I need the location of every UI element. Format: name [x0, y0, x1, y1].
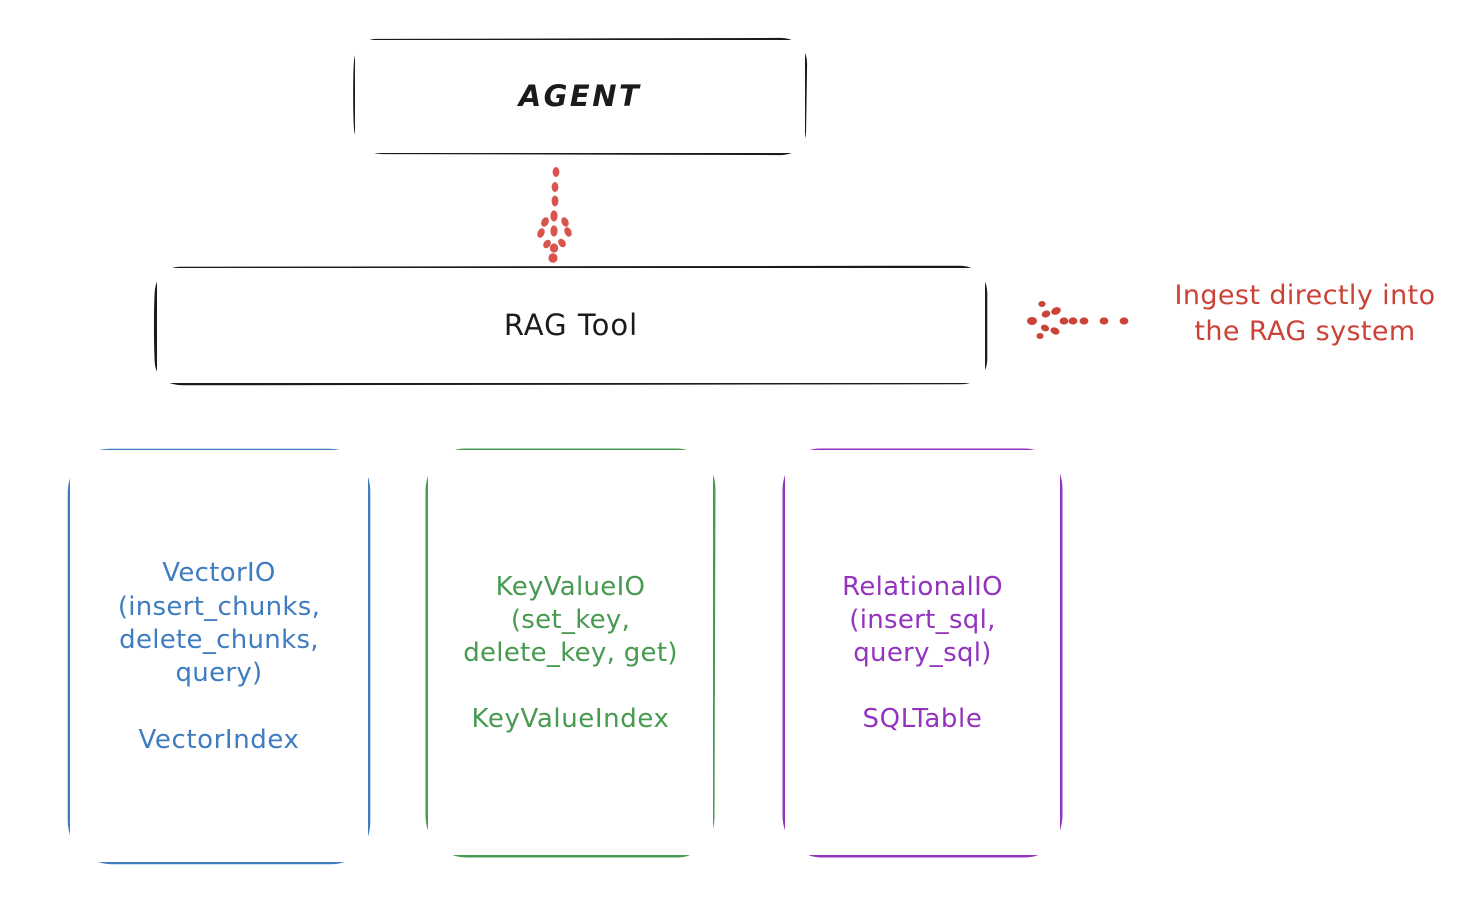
ingest-note-arrow	[1027, 301, 1129, 339]
vector-io-content: VectorIO (insert_chunks, delete_chunks, …	[70, 450, 368, 862]
keyvalue-io-index-label: KeyValueIndex	[471, 704, 670, 735]
relational-io-api-label: RelationalIO (insert_sql, query_sql)	[842, 571, 1003, 669]
vector-io-index-label: VectorIndex	[138, 724, 300, 755]
relational-io-index-label: SQLTable	[862, 704, 983, 735]
agent-label: AGENT	[518, 78, 642, 113]
keyvalue-io-node[interactable]: KeyValueIO (set_key, delete_key, get) Ke…	[428, 450, 713, 855]
keyvalue-io-api-label: KeyValueIO (set_key, delete_key, get)	[463, 571, 678, 669]
rag-tool-label: RAG Tool	[503, 307, 639, 342]
vector-io-api-label: VectorIO (insert_chunks, delete_chunks, …	[117, 558, 321, 689]
rag-tool-node[interactable]: RAG Tool	[157, 268, 985, 383]
agent-node[interactable]: AGENT	[355, 40, 805, 153]
agent-to-rag-tool-arrow	[537, 167, 572, 263]
relational-io-node[interactable]: RelationalIO (insert_sql, query_sql) SQL…	[785, 450, 1060, 855]
keyvalue-io-content: KeyValueIO (set_key, delete_key, get) Ke…	[428, 450, 713, 855]
ingest-note-text: Ingest directly into the RAG system	[1174, 280, 1436, 347]
relational-io-content: RelationalIO (insert_sql, query_sql) SQL…	[785, 450, 1060, 855]
vector-io-node[interactable]: VectorIO (insert_chunks, delete_chunks, …	[70, 450, 368, 862]
